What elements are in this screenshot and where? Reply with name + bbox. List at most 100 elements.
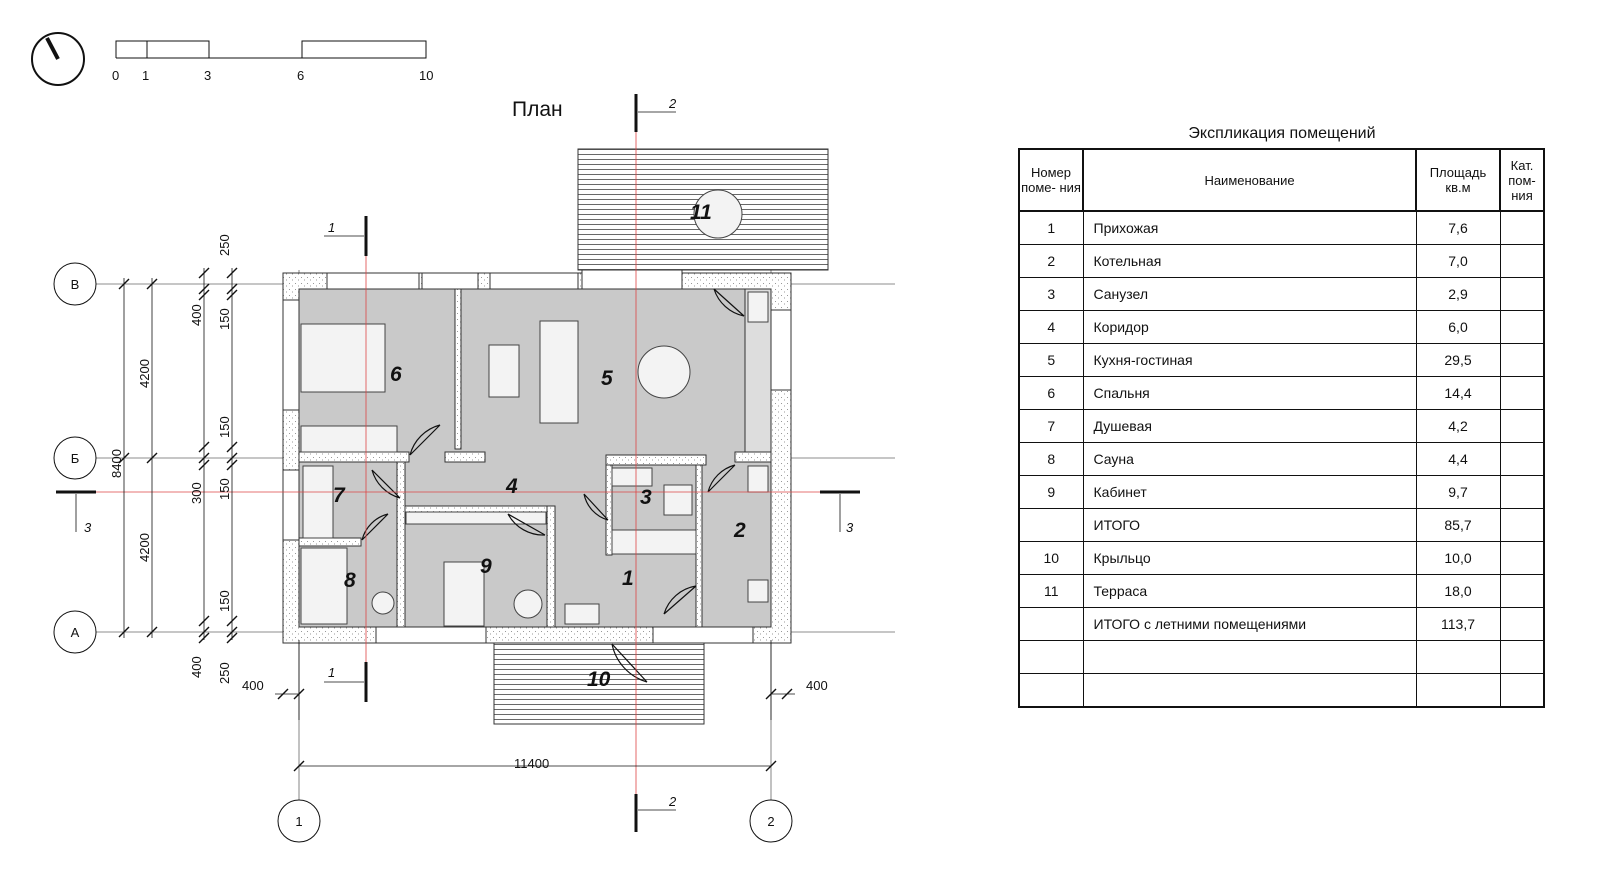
row-area: 7,6: [1415, 210, 1501, 245]
plan-title: План: [512, 98, 563, 121]
dim-label: 400: [806, 678, 828, 693]
row-category: [1499, 574, 1545, 608]
scale-tick: 6: [297, 68, 304, 83]
row-room-number: [1018, 673, 1084, 708]
shelf-icon: [405, 511, 547, 525]
row-category: [1499, 475, 1545, 509]
row-category: [1499, 244, 1545, 278]
row-room-number: [1018, 607, 1084, 641]
room-number: 6: [390, 363, 402, 386]
row-category: [1499, 508, 1545, 542]
row-room-name: Коридор: [1082, 310, 1417, 344]
room-number: 5: [601, 367, 613, 390]
row-category: [1499, 541, 1545, 575]
section-label: 1: [328, 220, 335, 235]
row-area: 9,7: [1415, 475, 1501, 509]
doors: [361, 288, 745, 683]
dim-label: 300: [189, 482, 204, 504]
row-room-number: [1018, 508, 1084, 542]
row-room-name: Котельная: [1082, 244, 1417, 278]
row-category: [1499, 640, 1545, 674]
row-room-number: 1: [1018, 210, 1084, 245]
row-category: [1499, 607, 1545, 641]
room-number: 3: [640, 486, 652, 509]
row-room-name: [1082, 673, 1417, 708]
furniture: [300, 189, 769, 627]
sink-icon: [611, 467, 653, 487]
armchair-icon: [513, 589, 543, 619]
dimension-labels: 250 400 150 4200 150 8400 300 150 4200 1…: [109, 234, 828, 771]
dim-label: 250: [217, 234, 232, 256]
explication-table: Номер поме- ния Наименование Площадь кв.…: [1018, 148, 1545, 708]
dim-label: 400: [242, 678, 264, 693]
header-area: Площадь кв.м: [1415, 148, 1501, 212]
section-label: 2: [668, 96, 677, 111]
row-area: 113,7: [1415, 607, 1501, 641]
row-category: [1499, 210, 1545, 245]
sofa-icon: [539, 320, 579, 424]
row-area: 29,5: [1415, 343, 1501, 377]
row-room-number: 9: [1018, 475, 1084, 509]
toilet-icon: [663, 484, 693, 516]
dim-label: 400: [189, 656, 204, 678]
row-area: 14,4: [1415, 376, 1501, 410]
dim-label: 150: [217, 308, 232, 330]
room-number: 1: [622, 567, 634, 590]
row-category: [1499, 442, 1545, 476]
scale-tick: 0: [112, 68, 119, 83]
room-number: 7: [333, 484, 346, 507]
table-row: [1018, 673, 1545, 708]
row-room-number: 7: [1018, 409, 1084, 443]
desk-icon: [443, 561, 485, 627]
tv-stand-icon: [488, 344, 520, 398]
row-room-number: 6: [1018, 376, 1084, 410]
row-room-name: Кабинет: [1082, 475, 1417, 509]
room-numbers: 1 2 3 4 5 6 7 8 9 10 11: [333, 201, 746, 691]
row-category: [1499, 277, 1545, 311]
scale-tick: 3: [204, 68, 211, 83]
north-arrow-icon: [31, 32, 85, 86]
row-category: [1499, 310, 1545, 344]
row-room-number: 11: [1018, 574, 1084, 608]
axis-label: А: [71, 625, 80, 640]
sauna-stove-icon: [371, 591, 395, 615]
row-room-name: [1082, 640, 1417, 674]
room-number: 2: [733, 519, 746, 542]
dining-table-icon: [637, 345, 691, 399]
row-room-name: ИТОГО: [1082, 508, 1417, 542]
sauna-bench-icon: [300, 547, 348, 625]
row-category: [1499, 343, 1545, 377]
section-arrows: [75, 111, 841, 811]
row-room-name: Душевая: [1082, 409, 1417, 443]
row-area: 2,9: [1415, 277, 1501, 311]
room-number: 9: [480, 555, 492, 578]
room-number: 11: [690, 201, 712, 224]
header-category: Кат. пом- ния: [1499, 148, 1545, 212]
terrace-table-icon: [693, 189, 743, 239]
row-room-number: 2: [1018, 244, 1084, 278]
row-category: [1499, 376, 1545, 410]
bench-icon: [564, 603, 600, 625]
row-room-number: 8: [1018, 442, 1084, 476]
room-explication: Экспликация помещений Номер поме- ния На…: [1018, 120, 1545, 708]
row-room-name: Прихожая: [1082, 210, 1417, 245]
grid-bubbles: [53, 262, 793, 843]
axis-label: 1: [295, 814, 302, 829]
row-area: [1415, 640, 1501, 674]
dim-label: 4200: [137, 533, 152, 562]
row-room-name: Крыльцо: [1082, 541, 1417, 575]
header-room-name: Наименование: [1082, 148, 1417, 212]
table-header-row: Номер поме- ния Наименование Площадь кв.…: [1018, 148, 1545, 212]
row-room-number: 4: [1018, 310, 1084, 344]
